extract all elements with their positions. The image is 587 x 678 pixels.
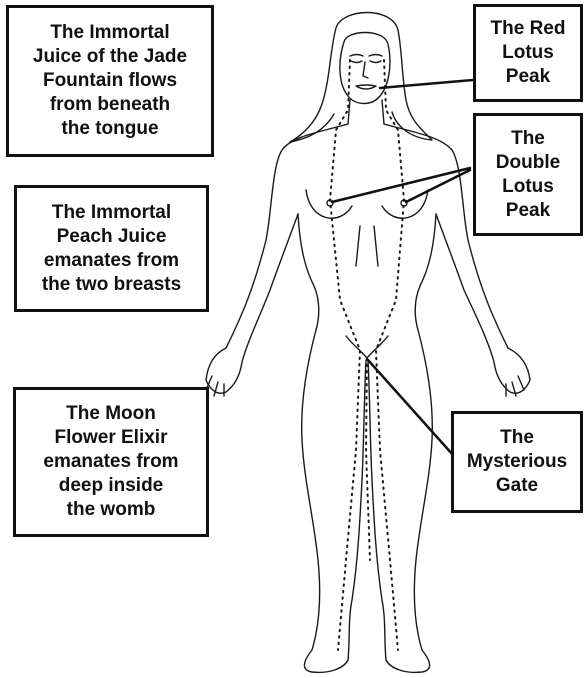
meridian-right — [376, 60, 404, 650]
hair-outline — [290, 13, 432, 143]
label-mysterious-gate: The Mysterious Gate — [451, 411, 583, 513]
left-leg-outline — [302, 330, 366, 672]
label-jade-fountain: The Immortal Juice of the Jade Fountain … — [6, 5, 214, 157]
face-outline — [340, 33, 390, 104]
left-arm-outline — [206, 124, 348, 393]
breast-left — [306, 190, 352, 218]
label-double-lotus-peak: The Double Lotus Peak — [473, 113, 583, 236]
label-peach-juice: The Immortal Peach Juice emanates from t… — [14, 185, 209, 312]
pointer-red-lotus — [380, 80, 473, 88]
right-leg-outline — [368, 330, 432, 672]
label-moon-flower: The Moon Flower Elixir emanates from dee… — [13, 387, 209, 537]
label-red-lotus-peak: The Red Lotus Peak — [473, 4, 583, 102]
torso-outline — [298, 214, 436, 330]
pointer-mysterious-gate — [368, 360, 453, 455]
meridian-left — [330, 60, 360, 650]
